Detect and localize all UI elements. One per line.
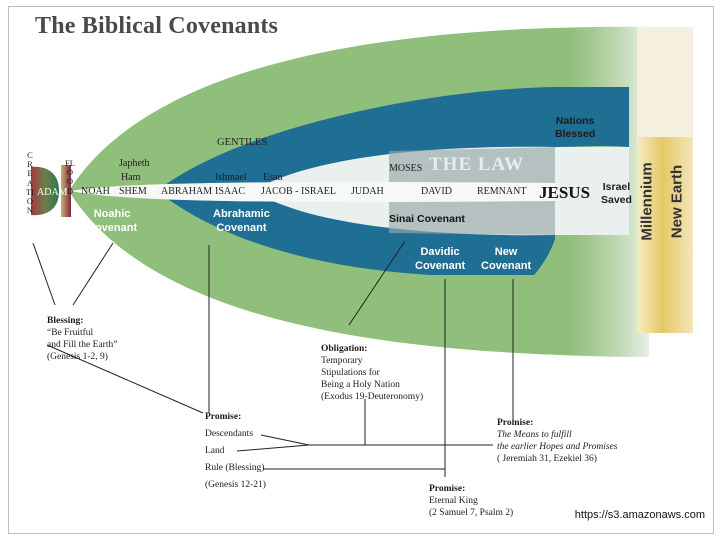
name-adam: ADAM [37,187,68,198]
davidic-covenant-label: Davidic Covenant [415,246,466,272]
promise-abraham-ref: (Genesis 12-21) [205,480,266,490]
name-jacob-israel: JACOB - ISRAEL [261,186,337,197]
promise-david-body: Eternal King (2 Samuel 7, Psalm 2) [429,496,514,518]
promise-item-land: Land [205,446,225,456]
source-url[interactable]: https://s3.amazonaws.com [574,509,705,521]
promise-new-ref: ( Jeremiah 31, Ezekiel 36) [497,454,597,464]
promise-new-heading: Promise: [497,418,534,428]
blessing-heading: Blessing: [47,316,84,326]
name-jesus: JESUS [539,183,591,202]
new-covenant-label: New Covenant [481,246,532,272]
obligation-note: Obligation: Temporary Stipulations for B… [321,343,423,403]
name-japheth: Japheth [119,158,150,169]
obligation-heading: Obligation: [321,344,368,354]
millennium-top [637,27,693,137]
name-ham: Ham [121,172,141,183]
abrahamic-covenant-label: Abrahamic Covenant [213,208,270,234]
lineage-band [71,181,555,202]
sinai-covenant-label: Sinai Covenant [389,213,465,225]
name-noah: NOAH [81,186,110,197]
promise-abraham-note: Promise: Descendants Land Rule (Blessing… [205,409,266,494]
name-moses: MOSES [389,163,423,174]
israel-saved-label: Israel Saved [601,181,632,206]
name-abraham: ABRAHAM [161,186,213,197]
millennium-label: Millennium [638,162,656,241]
name-esau: Esau [263,172,283,183]
new-earth-label: New Earth [668,164,686,239]
promise-item-descendants: Descendants [205,429,254,439]
name-isaac: ISAAC [215,186,246,197]
name-remnant: REMNANT [477,186,527,197]
noahic-covenant-label: Noahic Covenant [87,208,138,234]
obligation-body: Temporary Stipulations for Being a Holy … [321,356,424,402]
diagram-frame: The Biblical Covenants CREATION FLOOD AD… [8,6,714,534]
promise-david-heading: Promise: [429,484,466,494]
promise-abraham-heading: Promise: [205,412,242,422]
name-ishmael: Ishmael [215,172,247,183]
promise-new-body: The Means to fulfill the earlier Hopes a… [497,430,618,452]
blessing-note: Blessing: “Be Fruitful and Fill the Eart… [47,315,117,363]
law-banner: THE LAW [429,154,525,175]
promise-david-note: Promise: Eternal King (2 Samuel 7, Psalm… [429,483,513,519]
nations-blessed-label: Nations Blessed [555,115,596,140]
name-shem: SHEM [119,186,147,197]
connector-lines [32,240,514,477]
millennium-column [637,127,693,333]
blessing-body: “Be Fruitful and Fill the Earth” (Genesi… [47,328,118,362]
flood-bar [61,165,71,217]
promise-new-note: Promise: The Means to fulfill the earlie… [497,417,618,465]
name-judah: JUDAH [351,186,384,197]
covenant-diagram [31,26,693,477]
name-david: DAVID [421,186,452,197]
creation-bar [31,166,59,216]
flood-label: FLOOD [65,158,75,196]
creation-label: CREATION [25,150,35,216]
promise-item-rule: Rule (Blessing) [205,463,265,473]
page-title: The Biblical Covenants [35,13,279,39]
name-gentiles: GENTILES [217,137,268,148]
